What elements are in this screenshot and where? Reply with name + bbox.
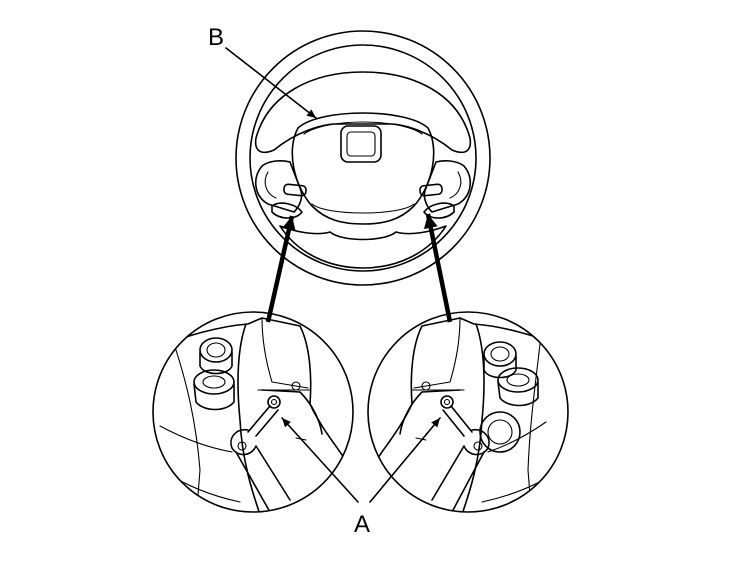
airbag-module	[291, 112, 435, 225]
left-connector-arrow	[265, 215, 296, 323]
left-detail-circle	[152, 311, 354, 513]
callout-b-leader	[225, 47, 317, 119]
steering-wheel-outer-rim	[235, 30, 491, 286]
right-spoke-switch	[419, 183, 443, 197]
left-detail-view	[152, 311, 354, 513]
left-access-cover	[271, 202, 303, 219]
callout-a-label: A	[354, 511, 370, 538]
right-connector-arrow	[423, 213, 453, 323]
right-spoke	[423, 160, 471, 213]
right-access-cover	[423, 202, 455, 219]
right-detail-circle	[367, 311, 569, 513]
right-detail-view	[367, 311, 569, 513]
wheel-upper-opening	[254, 71, 472, 154]
callout-b-label: B	[208, 24, 224, 51]
left-spoke-switch	[283, 183, 307, 197]
left-spoke	[255, 160, 303, 213]
wheel-emblem	[340, 125, 382, 163]
callout-a-leader-left	[281, 417, 359, 503]
steering-wheel	[235, 30, 491, 286]
wheel-lower-opening	[279, 225, 447, 269]
steering-wheel-inner-rim	[249, 44, 477, 272]
callout-a-leader-right	[369, 417, 441, 503]
